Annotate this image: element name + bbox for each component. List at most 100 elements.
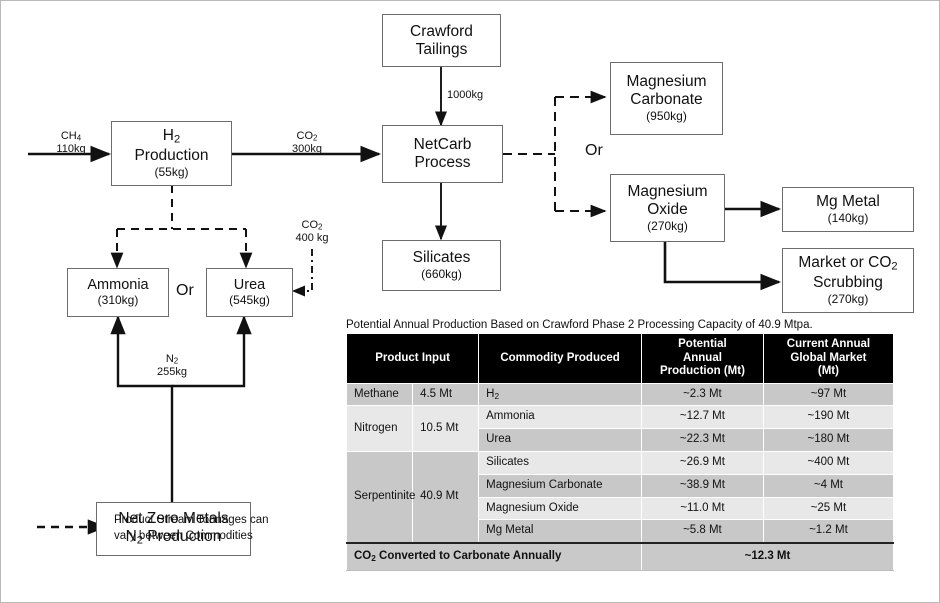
table-row: Mg Metal ~5.8 Mt ~1.2 Mt — [347, 519, 895, 544]
node-nzm-line2: N2 Production — [125, 528, 222, 547]
edge-label-ch4: CH4 110kg — [41, 130, 101, 156]
legend-text-line1: Product Stream Tonnages can — [114, 514, 269, 526]
edge-label-ch4-mass: 110kg — [56, 143, 86, 156]
node-magnesium-oxide-qty: (270kg) — [647, 218, 688, 233]
node-market-or-co2-scrubbing-qty: (270kg) — [827, 291, 869, 306]
node-ammonia[interactable]: Ammonia (310kg) — [67, 268, 169, 317]
cell-production: ~5.8 Mt — [640, 519, 764, 544]
node-mg-metal-qty: (140kg) — [827, 211, 869, 226]
cell-production: ~12.7 Mt — [640, 405, 764, 430]
node-h2-production[interactable]: H2 Production (55kg) — [111, 121, 232, 186]
cell-market: ~1.2 Mt — [762, 519, 895, 544]
production-table: Product Input Commodity Produced Potenti… — [345, 333, 895, 572]
node-nzm-line1: Net Zero Metals — [118, 510, 229, 528]
node-magnesium-carbonate-qty: (950kg) — [646, 109, 687, 124]
edge-co2-to-urea-dashdot — [291, 249, 313, 297]
node-urea-qty: (545kg) — [229, 293, 270, 308]
cell-input-qty: 10.5 Mt — [412, 405, 480, 453]
legend-text: Product Stream Tonnages can vary between… — [114, 513, 314, 544]
cell-input-qty: 40.9 Mt — [412, 451, 480, 544]
node-h2-production-title2: Production — [134, 146, 209, 164]
node-crawford-tailings[interactable]: Crawford Tailings — [382, 14, 501, 67]
edge-label-co2-urea-mass: 400 kg — [295, 232, 329, 245]
cell-input-name: Methane — [345, 382, 414, 407]
or-label-nitrogen-branch: Or — [176, 282, 194, 299]
edge-label-co2-netcarb-mass: 300kg — [292, 143, 322, 156]
col-header-product-input: Product Input — [345, 333, 480, 384]
node-mg-metal-title: Mg Metal — [816, 193, 880, 211]
node-magnesium-carbonate[interactable]: Magnesium Carbonate (950kg) — [610, 62, 723, 135]
cell-input-name: Nitrogen — [345, 405, 414, 453]
node-magnesium-oxide[interactable]: Magnesium Oxide (270kg) — [610, 174, 725, 242]
node-h2-production-qty: (55kg) — [154, 164, 189, 179]
node-silicates[interactable]: Silicates (660kg) — [382, 240, 501, 291]
cell-commodity: Ammonia — [478, 405, 642, 430]
footer-value: ~12.3 Mt — [640, 542, 895, 572]
footer-label: CO2 Converted to Carbonate Annually — [346, 542, 642, 572]
node-netcarb-process[interactable]: NetCarb Process — [382, 125, 503, 183]
cell-production: ~2.3 Mt — [640, 382, 764, 407]
cell-market: ~190 Mt — [762, 405, 895, 430]
edge-label-co2-netcarb-species: CO2 — [296, 130, 318, 143]
node-netcarb-process-line2: Process — [414, 154, 471, 171]
cell-production: ~38.9 Mt — [640, 473, 764, 498]
edge-label-co2-urea-species: CO2 — [301, 219, 323, 232]
cell-market: ~4 Mt — [762, 473, 895, 498]
edge-label-co2-netcarb: CO2 300kg — [276, 130, 338, 156]
cell-commodity: Magnesium Carbonate — [478, 473, 642, 498]
table-row: Methane 4.5 Mt H2 ~2.3 Mt ~97 Mt — [345, 382, 895, 407]
cell-input-qty: 4.5 Mt — [412, 382, 480, 407]
edge-label-ch4-species: CH4 — [60, 130, 82, 143]
table-footer-row: CO2 Converted to Carbonate Annually ~12.… — [346, 542, 895, 572]
table-row: Serpentinite 40.9 Mt Silicates ~26.9 Mt … — [345, 451, 895, 544]
edge-label-tailings-feed: 1000kg — [447, 89, 484, 101]
table-header-row: Product Input Commodity Produced Potenti… — [345, 333, 895, 384]
edge-n2-to-ammonia — [110, 315, 174, 502]
cell-commodity: Magnesium Oxide — [478, 496, 642, 521]
table-row: Nitrogen 10.5 Mt Ammonia ~12.7 Mt ~190 M… — [345, 405, 895, 453]
node-crawford-tailings-line1: Crawford — [410, 22, 473, 40]
cell-commodity: Mg Metal — [478, 519, 642, 544]
col-header-potential-annual-production: Potential Annual Production (Mt) — [640, 333, 764, 384]
node-silicates-qty: (660kg) — [421, 267, 462, 282]
cell-input-name: Serpentinite — [345, 451, 415, 544]
cell-commodity: Silicates — [478, 451, 642, 475]
edge-label-n2-feed-mass: 255kg — [157, 366, 187, 379]
node-h2-production-title: H2 — [162, 127, 181, 146]
or-label-mg-branch: Or — [585, 142, 603, 159]
node-ammonia-title: Ammonia — [87, 276, 149, 293]
cell-production: ~11.0 Mt — [640, 496, 764, 521]
node-magnesium-oxide-line2: Oxide — [647, 200, 688, 218]
col-header-current-annual-global-market: Current Annual Global Market (Mt) — [762, 333, 895, 384]
cell-market: ~180 Mt — [762, 428, 895, 453]
node-ammonia-qty: (310kg) — [97, 293, 139, 308]
cell-market: ~97 Mt — [762, 382, 895, 407]
node-net-zero-metals-n2-production[interactable]: Net Zero Metals N2 Production — [96, 502, 251, 556]
edge-label-co2-urea: CO2 400 kg — [283, 219, 341, 245]
node-market-or-co2-scrubbing[interactable]: Market or CO2 Scrubbing (270kg) — [782, 248, 914, 313]
node-magnesium-carbonate-line1: Magnesium — [626, 73, 707, 91]
node-silicates-title: Silicates — [412, 249, 471, 267]
cell-production: ~26.9 Mt — [640, 451, 764, 475]
col-header-commodity-produced: Commodity Produced — [478, 333, 642, 384]
edge-mgoxide-to-market — [663, 242, 782, 291]
node-magnesium-oxide-line1: Magnesium — [627, 182, 708, 200]
table-row: Magnesium Carbonate ~38.9 Mt ~4 Mt — [347, 473, 895, 498]
node-mg-metal[interactable]: Mg Metal (140kg) — [782, 187, 914, 232]
cell-production: ~22.3 Mt — [640, 428, 764, 453]
production-table-wrapper: Potential Annual Production Based on Cra… — [345, 319, 895, 572]
legend-text-line2: vary between Commodities — [114, 529, 253, 542]
node-market-or-co2-scrubbing-line2: Scrubbing — [813, 273, 883, 291]
node-urea-title: Urea — [233, 276, 266, 293]
node-urea[interactable]: Urea (545kg) — [206, 268, 293, 317]
node-netcarb-process-line1: NetCarb — [413, 136, 472, 154]
cell-commodity: Urea — [478, 428, 642, 453]
edge-label-n2-feed-species: N2 — [165, 353, 179, 366]
node-market-or-co2-scrubbing-line1: Market or CO2 — [798, 254, 898, 273]
cell-market: ~400 Mt — [762, 451, 895, 475]
table-row: Magnesium Oxide ~11.0 Mt ~25 Mt — [347, 496, 895, 521]
cell-commodity: H2 — [478, 382, 642, 407]
node-crawford-tailings-line2: Tailings — [415, 40, 468, 58]
cell-market: ~25 Mt — [762, 496, 895, 521]
